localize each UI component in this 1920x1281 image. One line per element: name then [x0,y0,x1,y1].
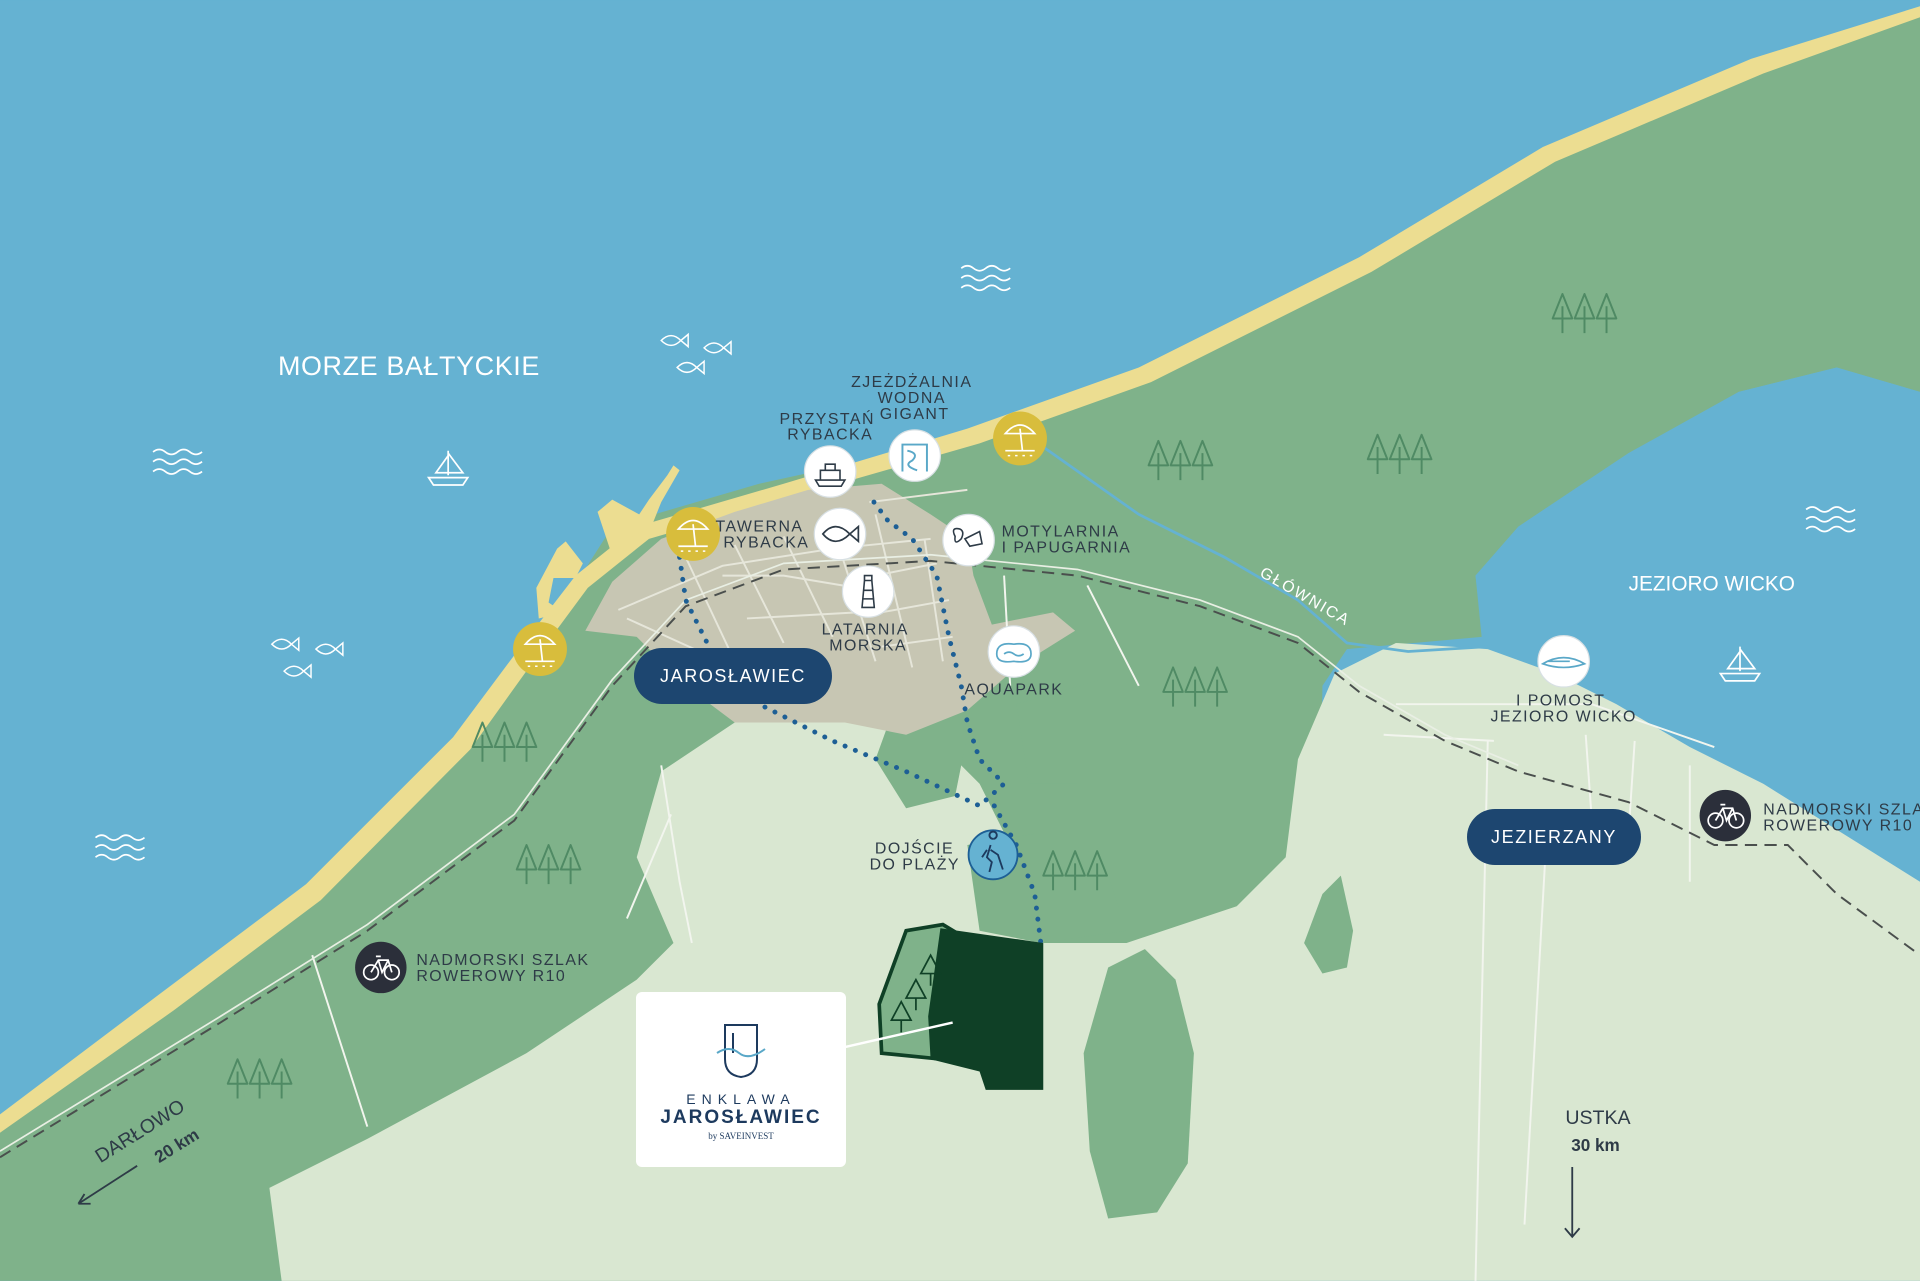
poi-zjezdzalnia[interactable] [888,429,942,482]
poi-pomost[interactable] [1537,634,1590,688]
arrow-down-icon [1564,1167,1581,1239]
poi-aquapark[interactable] [987,625,1041,678]
beach-umbrella-icon[interactable] [665,506,721,562]
poi-zjezdzalnia-label: ZJEŻDŻALNIA WODNA GIGANT [851,372,978,423]
poi-dojscie[interactable] [967,829,1019,881]
bike-trail-left-label: NADMORSKI SZLAK ROWEROWY R10 [416,952,595,985]
logo-line-2: JAROSŁAWIEC [660,1106,822,1128]
poi-aquapark-label: AQUAPARK [964,681,1063,698]
bike-trail-icon[interactable] [354,940,408,995]
beach-umbrella-icon[interactable] [512,621,568,677]
lighthouse-icon [861,574,876,609]
plot-dark [928,928,1044,1090]
lake-wicko [1475,367,1920,882]
arrow-left-icon [77,1165,138,1205]
poi-tawerna-label: TAWERNA RYBACKA [715,519,809,552]
river-glownica [1042,445,1488,653]
poi-motylarnia-label: MOTYLARNIA I PAPUGARNIA [1002,523,1132,556]
logo-card[interactable]: ENKLAWA JAROSŁAWIEC by SAVEINVEST [636,992,846,1167]
water-slide-icon [901,443,928,472]
poi-dojscie-label: DOJŚCIE DO PLAŻY [870,839,960,874]
fish-icon [821,524,860,544]
enklawa-logo-icon [716,1023,766,1078]
forest-patch [1016,679,1139,784]
logo-line-1: ENKLAWA [686,1090,796,1107]
fishing-boat-icon [814,463,847,488]
hiker-icon [981,830,1004,873]
poi-motylarnia[interactable] [942,513,995,567]
main-road [0,559,1920,1159]
main-road-edge [0,553,1519,1152]
plot-leader-line [844,1021,953,1049]
poi-przystan-label: PRZYSTAŃ RYBACKA [780,409,881,444]
pier-icon [1540,656,1587,669]
logo-line-3: by SAVEINVEST [708,1130,774,1141]
ustka-distance: 30 km [1571,1135,1620,1155]
poi-latarnia-label: LATARNIA MORSKA [822,621,915,654]
trees [226,292,1618,1100]
direction-ustka: USTKA 30 km [1564,1107,1632,1239]
sea-label: MORZE BAŁTYCKIE [278,351,540,381]
forest-patch [1304,875,1354,974]
lake-label: JEZIORO WICKO [1629,572,1795,595]
harbor-piers [536,465,680,619]
ustka-name: USTKA [1565,1107,1631,1129]
pool-icon [995,642,1032,663]
town-jaroslawiec-pill[interactable]: JAROSŁAWIEC [634,648,832,704]
poi-latarnia[interactable] [841,565,895,618]
town-jezierzany-pill[interactable]: JEZIERZANY [1467,809,1641,865]
poi-tawerna[interactable] [813,507,867,561]
bike-trail-right-label: NADMORSKI SZLAK ROWEROWY R10 [1763,801,1920,834]
poi-przystan[interactable] [803,445,857,498]
town-streets [617,488,968,681]
forest-patch [1083,949,1194,1219]
bike-trail-icon[interactable] [1698,789,1752,843]
poi-pomost-label: I POMOST JEZIORO WICKO [1490,692,1636,725]
beach-umbrella-icon[interactable] [992,410,1048,467]
butterfly-parrot-icon [952,527,983,548]
